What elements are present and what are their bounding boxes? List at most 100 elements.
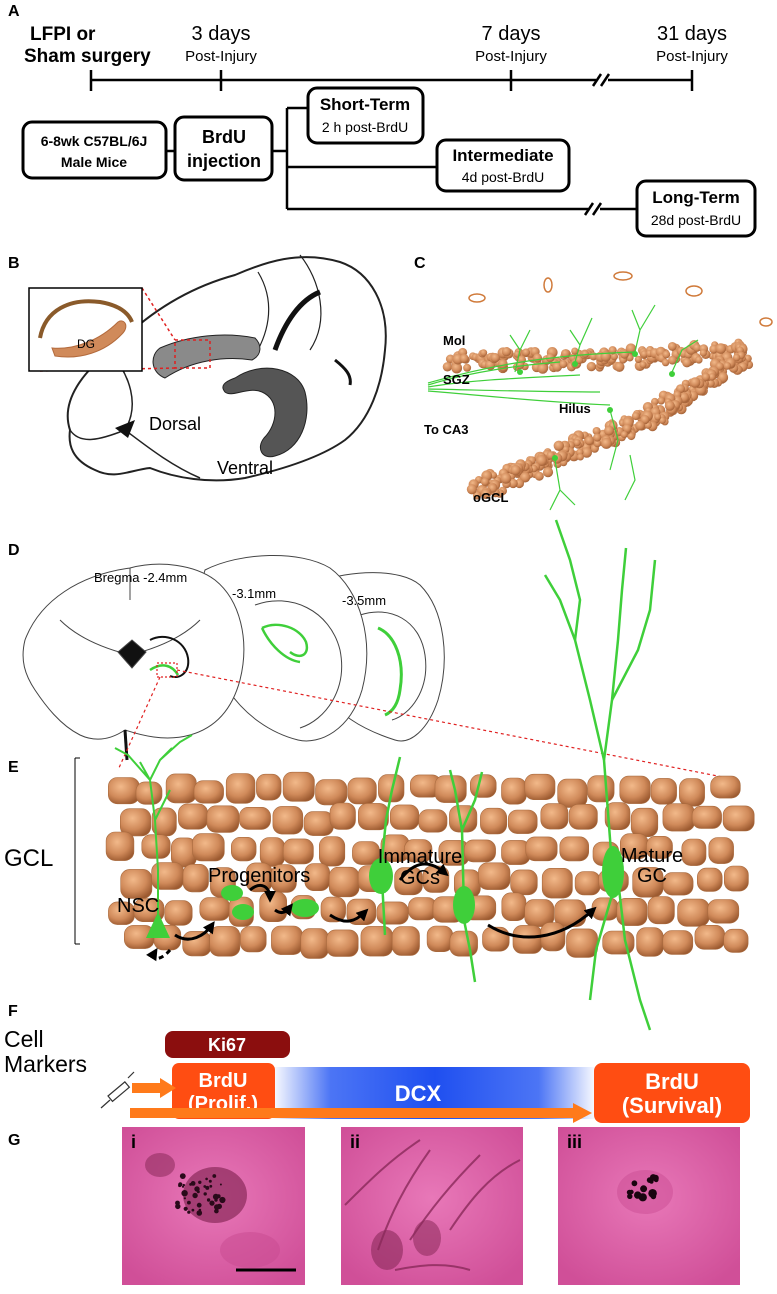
brdu-granule	[646, 1177, 653, 1183]
granule-cell	[662, 872, 694, 896]
granule-cell	[574, 871, 601, 896]
granule-cell	[682, 358, 692, 368]
granule-cell	[566, 928, 598, 958]
granule-cell	[442, 362, 453, 372]
short-term-label: Short-Term	[320, 95, 410, 114]
granule-cell	[328, 866, 360, 898]
surgery-label-line1: LFPI or	[30, 24, 96, 45]
granule-cell	[667, 342, 677, 351]
mature-label-2: GC	[637, 865, 667, 887]
coronal-section-1	[22, 563, 245, 761]
hilar-cells	[468, 271, 773, 327]
granule-cell	[164, 900, 193, 926]
micrograph-iii	[558, 1127, 740, 1285]
brdu-granule	[198, 1180, 202, 1185]
brdu-granule	[191, 1208, 195, 1212]
granule-cell	[178, 803, 208, 830]
granule-cell	[303, 811, 334, 836]
immature-gc-soma-2	[453, 886, 475, 924]
granule-cell	[723, 362, 732, 370]
granule-cell	[480, 807, 507, 835]
hippocampus-cells	[442, 338, 754, 500]
granule-cell	[394, 867, 423, 896]
ki67-bar	[165, 1031, 290, 1058]
granule-cell	[270, 864, 297, 893]
brdu-prolif-box	[172, 1063, 275, 1119]
gcl-label: GCL	[4, 845, 53, 872]
brdu-granule	[627, 1193, 633, 1200]
granule-cell	[512, 925, 543, 954]
granule-cell	[182, 863, 209, 893]
dg-label: DG	[77, 337, 95, 351]
short-term-box	[306, 86, 425, 145]
panel-f-label: F	[8, 1003, 18, 1020]
cell-markers-line2: Markers	[4, 1051, 87, 1077]
brdu-granule	[214, 1198, 218, 1202]
granule-cell	[568, 803, 598, 830]
granule-cell	[320, 896, 346, 923]
mice-line2: Male Mice	[61, 154, 127, 170]
brdu-granule	[219, 1183, 222, 1186]
granule-cell	[466, 484, 477, 495]
timeline-axis	[89, 70, 694, 91]
brdu-granule	[203, 1192, 207, 1196]
granule-cell	[576, 453, 584, 461]
micrograph-i	[122, 1127, 305, 1285]
granule-cell	[614, 361, 625, 372]
granule-cell	[418, 809, 448, 833]
day7-sub: Post-Injury	[475, 48, 547, 65]
granule-cell	[571, 347, 579, 355]
ki67-label: Ki67	[208, 1035, 246, 1055]
brdu-granule	[192, 1192, 198, 1199]
granule-cell	[240, 926, 267, 953]
granule-cell	[696, 867, 723, 892]
granule-cell	[710, 775, 741, 799]
granule-cell	[694, 924, 726, 950]
granule-cell	[646, 835, 673, 859]
brdu-granule	[205, 1177, 208, 1181]
brdu-survival-box	[594, 1063, 750, 1123]
immature-gc-soma-1	[369, 858, 393, 894]
hippocampus-neurons	[427, 304, 699, 511]
granule-cell	[699, 349, 707, 357]
brdu-arrows	[130, 1078, 592, 1123]
granule-cell	[282, 838, 314, 865]
long-term-label: Long-Term	[652, 188, 740, 207]
day31-sub: Post-Injury	[656, 48, 728, 65]
mol-label: Mol	[443, 333, 465, 348]
section-3-label: -3.5mm	[342, 593, 386, 608]
granule-cell	[622, 424, 632, 433]
granule-cell	[451, 362, 463, 374]
brdu-granule	[198, 1208, 202, 1212]
granule-cell	[469, 774, 497, 798]
mature-gc-neuron	[543, 519, 657, 1031]
granule-cell	[408, 897, 437, 921]
granule-cell	[627, 432, 636, 441]
brdu-granule	[631, 1180, 638, 1187]
granule-cell	[593, 433, 602, 442]
granule-cell	[662, 350, 671, 359]
granule-cell	[553, 440, 564, 451]
granule-cell	[587, 775, 615, 803]
brdu-box	[173, 115, 274, 182]
granule-cell	[630, 807, 659, 838]
granule-cell	[534, 471, 544, 481]
brdu-granule	[212, 1193, 219, 1200]
brdu-granule	[196, 1202, 202, 1208]
granule-cell	[557, 778, 588, 808]
granule-cell	[695, 356, 703, 364]
long-term-sub: 28d post-BrdU	[651, 212, 741, 228]
long-term-box	[635, 179, 757, 238]
granule-cell	[376, 901, 409, 925]
granule-cell	[604, 425, 614, 436]
granule-cell	[554, 899, 586, 927]
granule-cell	[199, 897, 231, 921]
granule-cell	[510, 869, 538, 896]
granule-cell	[272, 806, 304, 835]
granule-cell	[256, 773, 282, 801]
brdu-granule	[650, 1193, 657, 1200]
granule-cell	[510, 465, 521, 476]
brdu-granule	[182, 1183, 185, 1187]
granule-cell	[636, 927, 664, 957]
